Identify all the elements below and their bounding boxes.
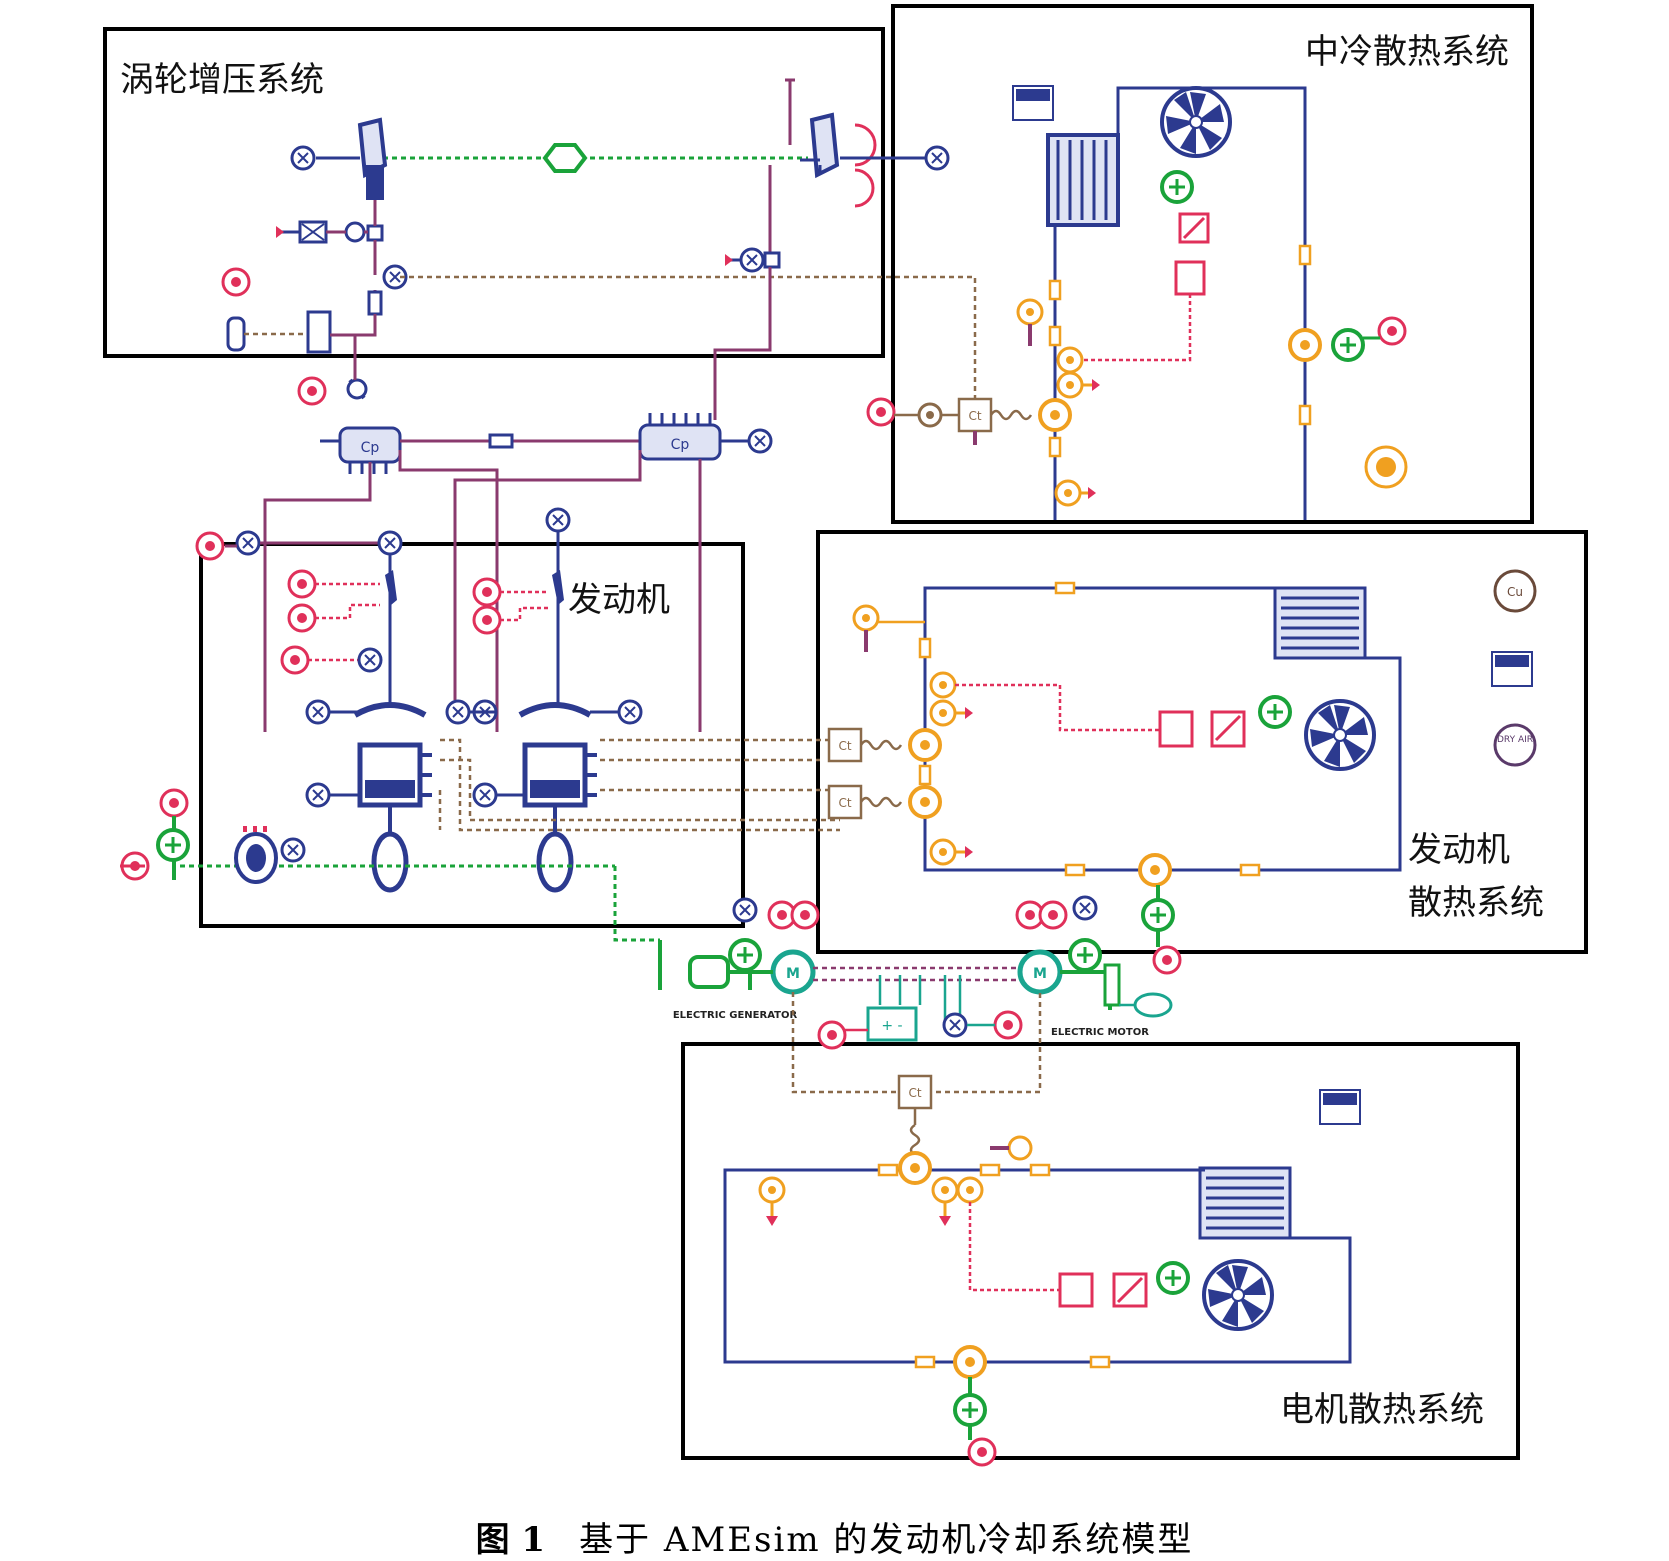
engine-cooling-label-line2: 散热系统 bbox=[1408, 883, 1544, 923]
engine-cooling-frame bbox=[816, 530, 1588, 954]
motor-cooling-components bbox=[723, 1074, 1361, 1467]
intercooler-system-frame bbox=[891, 4, 1534, 524]
engine-frame bbox=[199, 542, 745, 928]
turbo-components bbox=[221, 78, 977, 420]
engine-label: 发动机 bbox=[568, 580, 670, 620]
generator-label: ELECTRIC GENERATOR bbox=[673, 1010, 798, 1021]
motor-cooling-label: 电机散热系统 bbox=[1280, 1390, 1484, 1430]
figure-caption: 图 1 基于 AMEsim 的发动机冷却系统模型 bbox=[0, 1512, 1669, 1561]
turbo-system-label: 涡轮增压系统 bbox=[120, 60, 324, 100]
engine-components bbox=[120, 507, 840, 942]
cu-badge-text: Cu bbox=[1507, 585, 1523, 599]
figure-title: 基于 AMEsim 的发动机冷却系统模型 bbox=[579, 1520, 1194, 1560]
turbo-system-frame bbox=[103, 27, 885, 358]
electric-components: M M + - ELECTRIC GENERATOR ELECTRIC MOTO… bbox=[658, 895, 1173, 1094]
svg-text:+ -: + - bbox=[881, 1018, 902, 1034]
dry-air-badge-text: DRY AIR bbox=[1497, 735, 1533, 745]
generator-symbol: M bbox=[786, 966, 800, 982]
manifold-components: Cp Cp bbox=[195, 335, 773, 732]
motor-symbol: M bbox=[1033, 966, 1047, 982]
intercooler-system-label: 中冷散热系统 bbox=[1305, 32, 1509, 72]
svg-text:Cp: Cp bbox=[361, 440, 380, 456]
svg-text:Cp: Cp bbox=[671, 437, 690, 453]
motor-label: ELECTRIC MOTOR bbox=[1051, 1027, 1149, 1038]
figure-number: 图 1 bbox=[475, 1520, 546, 1560]
engine-cooling-components: Cu DRY AIR bbox=[827, 569, 1537, 975]
intercooler-components bbox=[866, 85, 1408, 520]
motor-cooling-frame bbox=[681, 1042, 1520, 1460]
engine-cooling-label-line1: 发动机 bbox=[1408, 830, 1510, 870]
